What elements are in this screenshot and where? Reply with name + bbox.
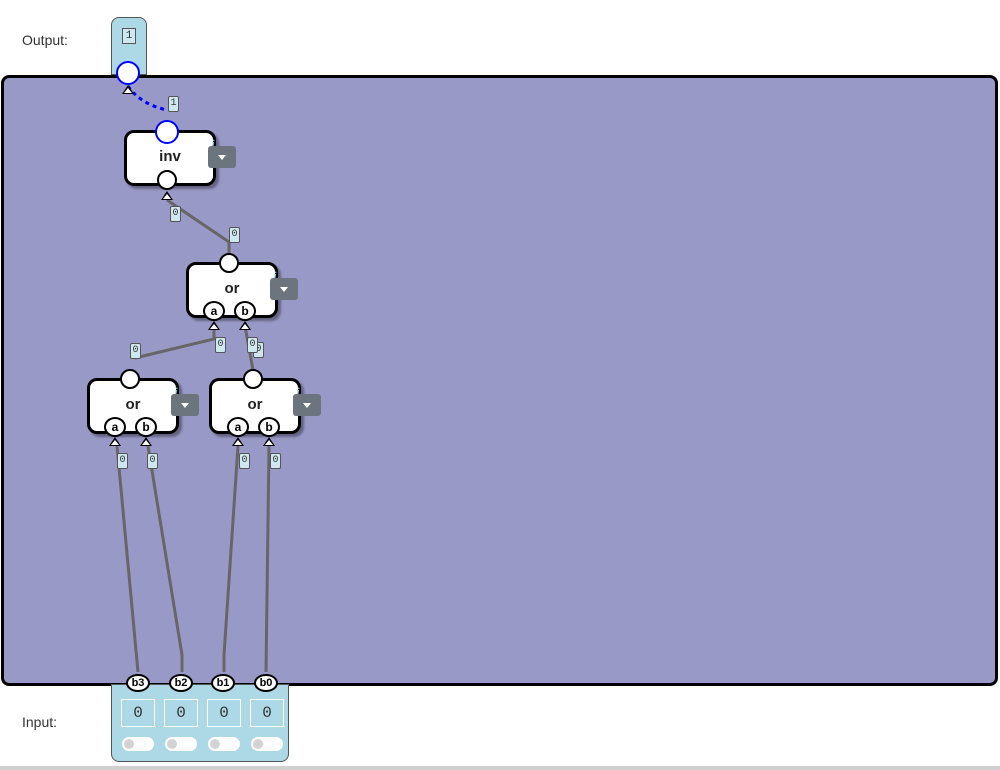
toggle-knob <box>167 739 177 749</box>
output-label: Output: <box>22 32 68 48</box>
wire-value-badge: 0 <box>270 453 281 469</box>
or-left-b-arrow-icon <box>140 437 152 446</box>
or-gate-top-pin-a[interactable]: a <box>203 301 225 321</box>
wire-value-badge: 0 <box>239 453 250 469</box>
or-gate-right-label: or <box>247 396 263 413</box>
toggle-b0[interactable] <box>251 737 283 751</box>
output-port[interactable] <box>116 61 140 85</box>
input-value-b0: 0 <box>250 699 284 727</box>
or-gate-left-pin-b[interactable]: b <box>135 417 157 437</box>
input-panel: 0 0 0 0 <box>111 684 289 762</box>
output-port-arrow-icon <box>122 85 134 94</box>
or-gate-left-pin-a[interactable]: a <box>104 417 126 437</box>
or-gate-top-pin-b[interactable]: b <box>234 301 256 321</box>
wire-value-badge: 1 <box>168 96 179 112</box>
inv-gate-dropdown-button[interactable] <box>208 146 236 168</box>
wire-value-badge: 0 <box>170 206 181 222</box>
info-icon[interactable]: i <box>272 269 277 285</box>
input-pin-b1[interactable]: b1 <box>211 674 235 692</box>
inv-input-arrow-icon <box>161 191 173 200</box>
or-right-b-arrow-icon <box>263 437 275 446</box>
or-gate-right-pin-b[interactable]: b <box>258 417 280 437</box>
or-top-b-arrow-icon <box>239 321 251 330</box>
input-label: Input: <box>22 714 58 730</box>
wire-value-badge: 0 <box>229 227 240 243</box>
wire-value-badge: 0 <box>215 337 226 353</box>
or-gate-top-label: or <box>224 280 240 297</box>
or-right-a-arrow-icon <box>232 437 244 446</box>
toggle-b3[interactable] <box>122 737 154 751</box>
horizontal-scrollbar[interactable] <box>0 766 1000 770</box>
or-gate-top-output-port[interactable] <box>219 253 239 273</box>
chevron-down-icon <box>181 403 189 408</box>
or-gate-right-pin-a[interactable]: a <box>227 417 249 437</box>
or-gate-right-dropdown-button[interactable] <box>293 394 321 416</box>
toggle-knob <box>124 739 134 749</box>
wire-value-badge: 0 <box>117 453 128 469</box>
info-icon[interactable]: i <box>295 385 300 401</box>
chevron-down-icon <box>218 155 226 160</box>
chevron-down-icon <box>303 403 311 408</box>
info-icon[interactable]: i <box>173 385 178 401</box>
input-value-b1: 0 <box>207 699 241 727</box>
or-gate-right-output-port[interactable] <box>243 369 263 389</box>
output-value: 1 <box>122 28 136 44</box>
toggle-b1[interactable] <box>208 737 240 751</box>
inv-gate-output-port[interactable] <box>155 120 179 144</box>
or-left-a-arrow-icon <box>109 437 121 446</box>
or-gate-top-dropdown-button[interactable] <box>270 278 298 300</box>
input-pin-b3[interactable]: b3 <box>126 674 150 692</box>
info-icon[interactable]: i <box>210 137 215 153</box>
input-pin-b0[interactable]: b0 <box>254 674 278 692</box>
input-pin-b2[interactable]: b2 <box>169 674 193 692</box>
or-gate-left-label: or <box>125 396 141 413</box>
toggle-knob <box>253 739 263 749</box>
chevron-down-icon <box>280 287 288 292</box>
toggle-knob <box>210 739 220 749</box>
toggle-b2[interactable] <box>165 737 197 751</box>
wire-value-badge: 0 <box>147 453 158 469</box>
wire-value-badge: 0 <box>130 343 141 359</box>
or-top-a-arrow-icon <box>208 321 220 330</box>
or-gate-left-dropdown-button[interactable] <box>171 394 199 416</box>
inv-gate-input-port[interactable] <box>157 170 177 190</box>
wire-value-badge: 0 <box>247 337 258 353</box>
input-value-b3: 0 <box>121 699 155 727</box>
or-gate-left-output-port[interactable] <box>120 369 140 389</box>
input-value-b2: 0 <box>164 699 198 727</box>
inv-gate-label: inv <box>159 148 181 165</box>
